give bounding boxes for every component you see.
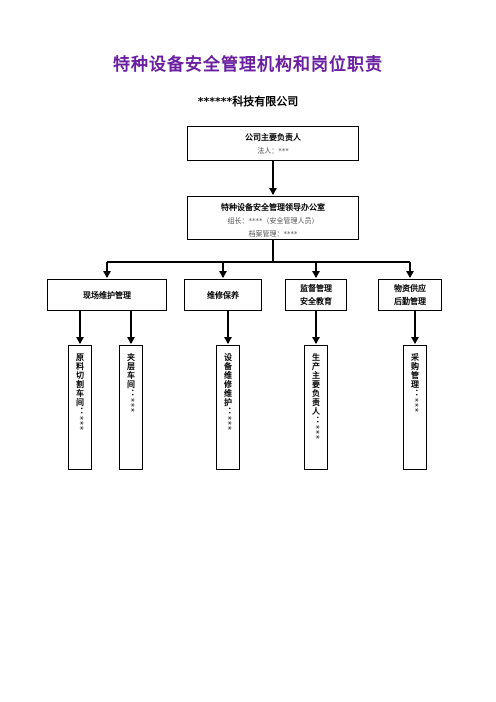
position-person: *** [126,398,136,413]
position-production-lead: 生产主要负责人：*** [304,345,328,470]
position-procurement: 采购管理：*** [403,345,427,470]
office-leader: 组长：****（安全管理人员） [227,217,319,225]
dept-label-line2: 安全教育 [300,297,332,306]
top-leader-person: 法人：*** [257,147,289,155]
dept-label-line1: 监督管理 [300,284,332,293]
page-title: 特种设备安全管理机构和岗位职责 [113,55,383,75]
top-leader-box: 公司主要负责人 法人：*** [187,126,359,161]
position-role: 原料切割车间： [75,353,85,416]
dept-onsite-maintenance: 现场维护管理 [47,279,167,311]
position-equipment-repair: 设备维修维护：*** [216,345,240,470]
dept-label-line2: 后勤管理 [394,297,426,306]
position-role: 设备维修维护： [223,353,233,416]
position-role: 采购管理： [410,353,420,398]
position-person: *** [410,398,420,413]
dept-label-line1: 物资供应 [394,284,426,293]
office-title: 特种设备安全管理领导办公室 [221,203,325,212]
position-role: 夹层车间： [126,353,136,398]
position-person: *** [311,425,321,440]
dept-supply: 物资供应 后勤管理 [378,279,442,311]
company-name: ******科技有限公司 [197,95,299,108]
office-box: 特种设备安全管理领导办公室 组长：****（安全管理人员） 档案管理：**** [187,196,359,240]
position-person: *** [223,416,233,431]
top-leader-title: 公司主要负责人 [245,133,301,142]
position-lamination-workshop: 夹层车间：*** [119,345,143,470]
position-role: 生产主要负责人： [311,353,321,425]
position-cutting-workshop: 原料切割车间：*** [68,345,92,470]
position-person: *** [75,416,85,431]
dept-label: 维修保养 [207,290,239,300]
dept-supervision: 监督管理 安全教育 [285,279,347,311]
dept-label: 现场维护管理 [83,290,131,300]
office-archive: 档案管理：**** [248,230,298,238]
dept-repair: 维修保养 [184,279,262,311]
